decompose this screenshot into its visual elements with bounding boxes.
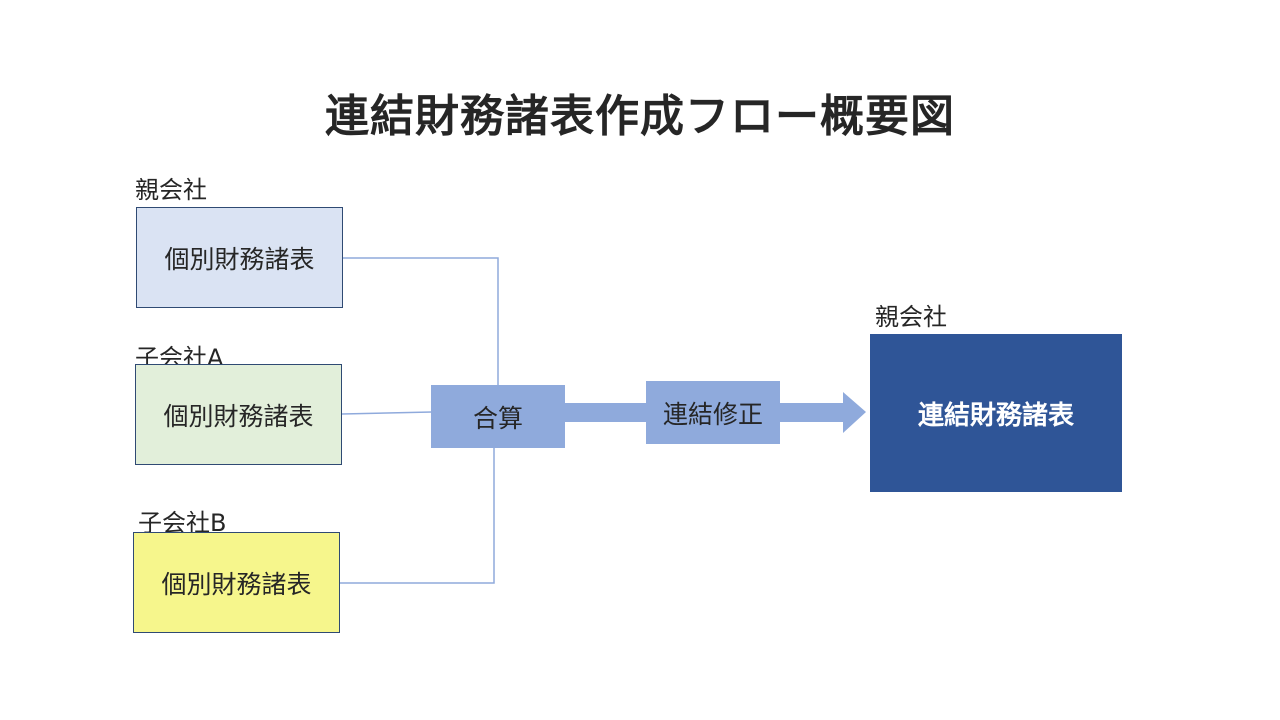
connector-subsidiary-b xyxy=(340,448,495,584)
result-company-label: 親会社 xyxy=(875,303,947,331)
arrow-shaft-2 xyxy=(778,403,844,422)
arrow-shaft-1 xyxy=(563,403,647,422)
connector-parent xyxy=(342,257,499,386)
diagram-title: 連結財務諸表作成フロー概要図 xyxy=(325,91,955,142)
subsidiary-b-statement-box: 個別財務諸表 xyxy=(133,532,340,633)
parent-company-label: 親会社 xyxy=(135,176,207,204)
consolidation-adjustment-box: 連結修正 xyxy=(646,381,780,444)
connector-subsidiary-a xyxy=(341,411,433,415)
aggregation-box: 合算 xyxy=(431,385,565,448)
parent-statement-box: 個別財務諸表 xyxy=(136,207,343,308)
arrow-head xyxy=(843,392,866,433)
subsidiary-a-statement-box: 個別財務諸表 xyxy=(135,364,342,465)
consolidated-statement-box: 連結財務諸表 xyxy=(870,334,1122,492)
